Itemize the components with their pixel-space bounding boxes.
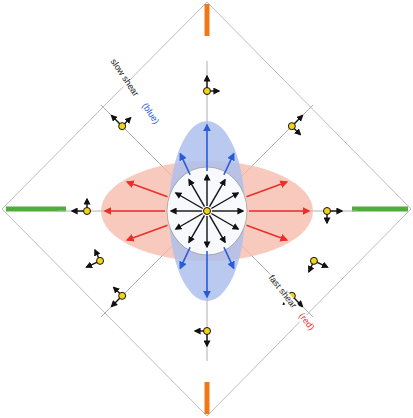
p-wave-arrow [206,175,207,206]
color-note: (red) [296,311,317,334]
fast-shear-lobe [101,161,313,261]
fast-shear-arrow [127,182,167,197]
fast-shear-arrow [246,182,286,197]
receiver-glyph [72,199,91,215]
glyph-dot [84,208,91,215]
glyph-dot [119,292,126,299]
glyph-dot [324,208,331,215]
fast-shear-arrow [249,210,309,212]
p-wave-arrow [176,214,203,230]
receiver-glyph [112,287,126,306]
source-dot [204,208,211,215]
receiver-glyph [112,116,131,130]
glyph-dot [119,123,126,130]
ray-line [207,211,357,212]
glyph-dot [204,328,211,335]
fast-shear-arrow [127,225,167,240]
ray-line [207,211,208,361]
inner-circle [167,167,247,255]
stress-bar [205,4,210,36]
receiver-glyph [309,257,328,271]
slow-shear-lobe [169,121,245,301]
receiver-glyph [324,208,343,224]
slow-shear-arrow [180,154,190,175]
slow-shear-arrow [180,247,190,268]
p-wave-arrow [211,193,238,209]
glyph-dot [97,257,104,264]
p-wave-arrow [210,215,226,242]
receiver-glyph [195,328,211,347]
fast-shear-arrow [105,210,165,212]
glyph-dot [310,257,317,264]
p-wave-arrow [206,216,207,247]
receiver-glyph [204,76,220,95]
receiver-glyph [86,250,103,267]
p-wave-arrow [189,180,205,207]
slow-shear-arrow [224,247,234,268]
ray-line [57,211,207,212]
p-wave-arrow [212,210,243,211]
stress-bar [205,382,210,414]
ray-line [207,61,208,211]
receiver-glyph [288,116,302,135]
stress-bar [352,207,408,212]
fast-shear-arrow [246,225,286,240]
glyph-dot [204,88,211,95]
slow-shear-arrow [206,251,208,297]
slow-shear-arrow [206,125,208,171]
p-wave-arrow [171,210,202,211]
glyph-dot [288,123,295,130]
slow-shear-arrow [224,154,234,175]
